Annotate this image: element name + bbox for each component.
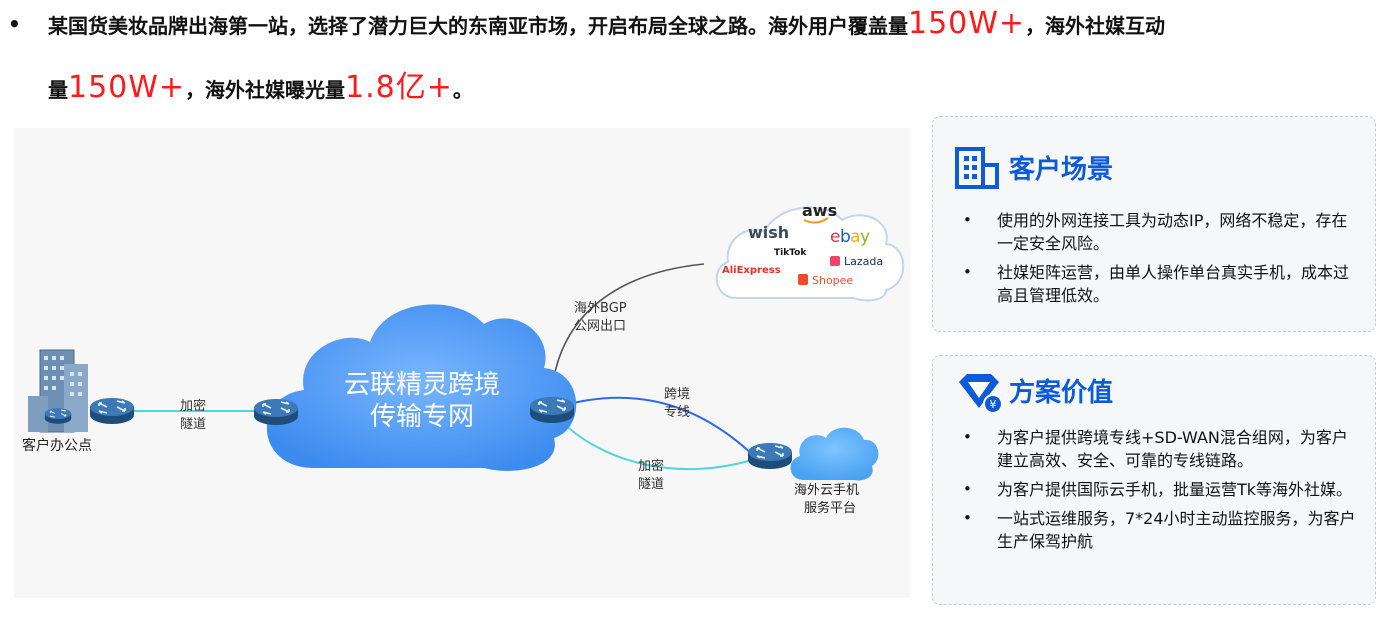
encrypted-tunnel-link xyxy=(553,413,753,471)
svg-text:¥: ¥ xyxy=(990,398,997,411)
bgp-label-1: 海外BGP xyxy=(574,301,627,316)
brand-shopee: Shopee xyxy=(812,274,853,287)
brand-wish: wish xyxy=(748,223,789,242)
lazada-heart-icon xyxy=(830,256,840,266)
cross-line-label-2: 专线 xyxy=(664,405,690,420)
cloud-entry-router-icon xyxy=(253,398,299,426)
diamond-value-icon: ¥ xyxy=(959,374,1003,414)
building-icon xyxy=(955,147,999,189)
solution-value-card: ¥ 方案价值 为客户提供跨境专线+SD-WAN混合组网，为客户建立高效、安全、可… xyxy=(932,355,1376,605)
cross-line-label-1: 跨境 xyxy=(664,387,690,402)
private-network-cloud xyxy=(266,304,577,471)
customer-scenario-list: 使用的外网连接工具为动态IP，网络不稳定，存在一定安全风险。 社媒矩阵运营，由单… xyxy=(933,209,1363,313)
ebay-letter-b: b xyxy=(840,227,851,247)
brand-tiktok: TikTok xyxy=(774,248,807,258)
intro-text-2a: 量 xyxy=(48,78,68,102)
solution-value-list: 为客户提供跨境专线+SD-WAN混合组网，为客户建立高效、安全、可靠的专线链路。… xyxy=(933,426,1363,559)
platform-label-2: 服务平台 xyxy=(804,500,856,516)
ebay-letter-y: y xyxy=(860,227,870,247)
cross-border-line-link xyxy=(553,396,755,457)
intro-text-1b: ，海外社媒互动 xyxy=(1025,14,1166,38)
overseas-platforms-cloud xyxy=(715,206,905,302)
intro-highlight-users: 150W+ xyxy=(908,6,1026,41)
intro-text-2b: ，海外社媒曝光量 xyxy=(185,78,346,102)
customer-scenario-title: 客户场景 xyxy=(1009,155,1114,185)
bgp-label-2: 公网出口 xyxy=(574,319,626,334)
intro-text-1a: 某国货美妆品牌出海第一站，选择了潜力巨大的东南亚市场，开启布局全球之路。海外用户… xyxy=(48,14,908,38)
customer-scenario-card: 客户场景 使用的外网连接工具为动态IP，网络不稳定，存在一定安全风险。 社媒矩阵… xyxy=(932,116,1376,332)
solution-value-title: 方案价值 xyxy=(1009,378,1114,408)
cloud-title-2: 传输专网 xyxy=(370,402,474,432)
tunnel-label-1b: 隧道 xyxy=(180,416,206,432)
tunnel-label-2a: 加密 xyxy=(638,458,664,474)
value-item: 为客户提供跨境专线+SD-WAN混合组网，为客户建立高效、安全、可靠的专线链路。 xyxy=(933,426,1363,472)
brand-aws: aws xyxy=(802,201,837,220)
cloud-phone-platform-cloud xyxy=(790,427,879,481)
cloud-title-1: 云联精灵跨境 xyxy=(344,370,500,400)
intro-highlight-interaction: 150W+ xyxy=(68,70,186,105)
aws-smile-icon xyxy=(803,217,829,224)
network-diagram-svg: 客户办公点 加密 隧道 云联精灵跨境 传输专网 海外BGP 公网出口 aws w… xyxy=(22,201,905,516)
platform-label-1: 海外云手机 xyxy=(794,483,859,498)
office-building-icon xyxy=(28,349,88,433)
scenario-item: 社媒矩阵运营，由单人操作单台真实手机，成本过高且管理低效。 xyxy=(933,261,1363,307)
shopee-bag-icon xyxy=(798,274,808,285)
office-label: 客户办公点 xyxy=(22,437,92,454)
scenario-item: 使用的外网连接工具为动态IP，网络不稳定，存在一定安全风险。 xyxy=(933,209,1363,255)
brand-ebay: e b a y xyxy=(830,227,870,247)
value-item: 一站式运维服务，7*24小时主动监控服务，为客户生产保驾护航 xyxy=(933,507,1363,553)
intro-highlight-exposure: 1.8亿+ xyxy=(345,70,453,105)
tunnel-label-2b: 隧道 xyxy=(638,476,664,492)
bgp-exit-link xyxy=(550,263,705,405)
network-diagram: 客户办公点 加密 隧道 云联精灵跨境 传输专网 海外BGP 公网出口 aws w… xyxy=(14,128,910,598)
platform-router-icon xyxy=(747,442,793,470)
intro-text-2c: 。 xyxy=(452,78,473,102)
cloud-exit-router-icon xyxy=(529,396,575,424)
brand-lazada: Lazada xyxy=(844,255,883,268)
intro-line-1: 某国货美妆品牌出海第一站，选择了潜力巨大的东南亚市场，开启布局全球之路。海外用户… xyxy=(48,6,1165,44)
office-router-icon xyxy=(89,397,135,425)
ebay-letter-e: e xyxy=(830,227,840,247)
brand-aliexpress: AliExpress xyxy=(722,265,781,276)
intro-line-2: 量150W+，海外社媒曝光量1.8亿+。 xyxy=(48,70,473,108)
value-item: 为客户提供国际云手机，批量运营Tk等海外社媒。 xyxy=(933,478,1363,501)
intro-bullet: • xyxy=(8,12,21,36)
tunnel-label-1a: 加密 xyxy=(180,398,206,414)
ebay-letter-a: a xyxy=(850,227,860,247)
